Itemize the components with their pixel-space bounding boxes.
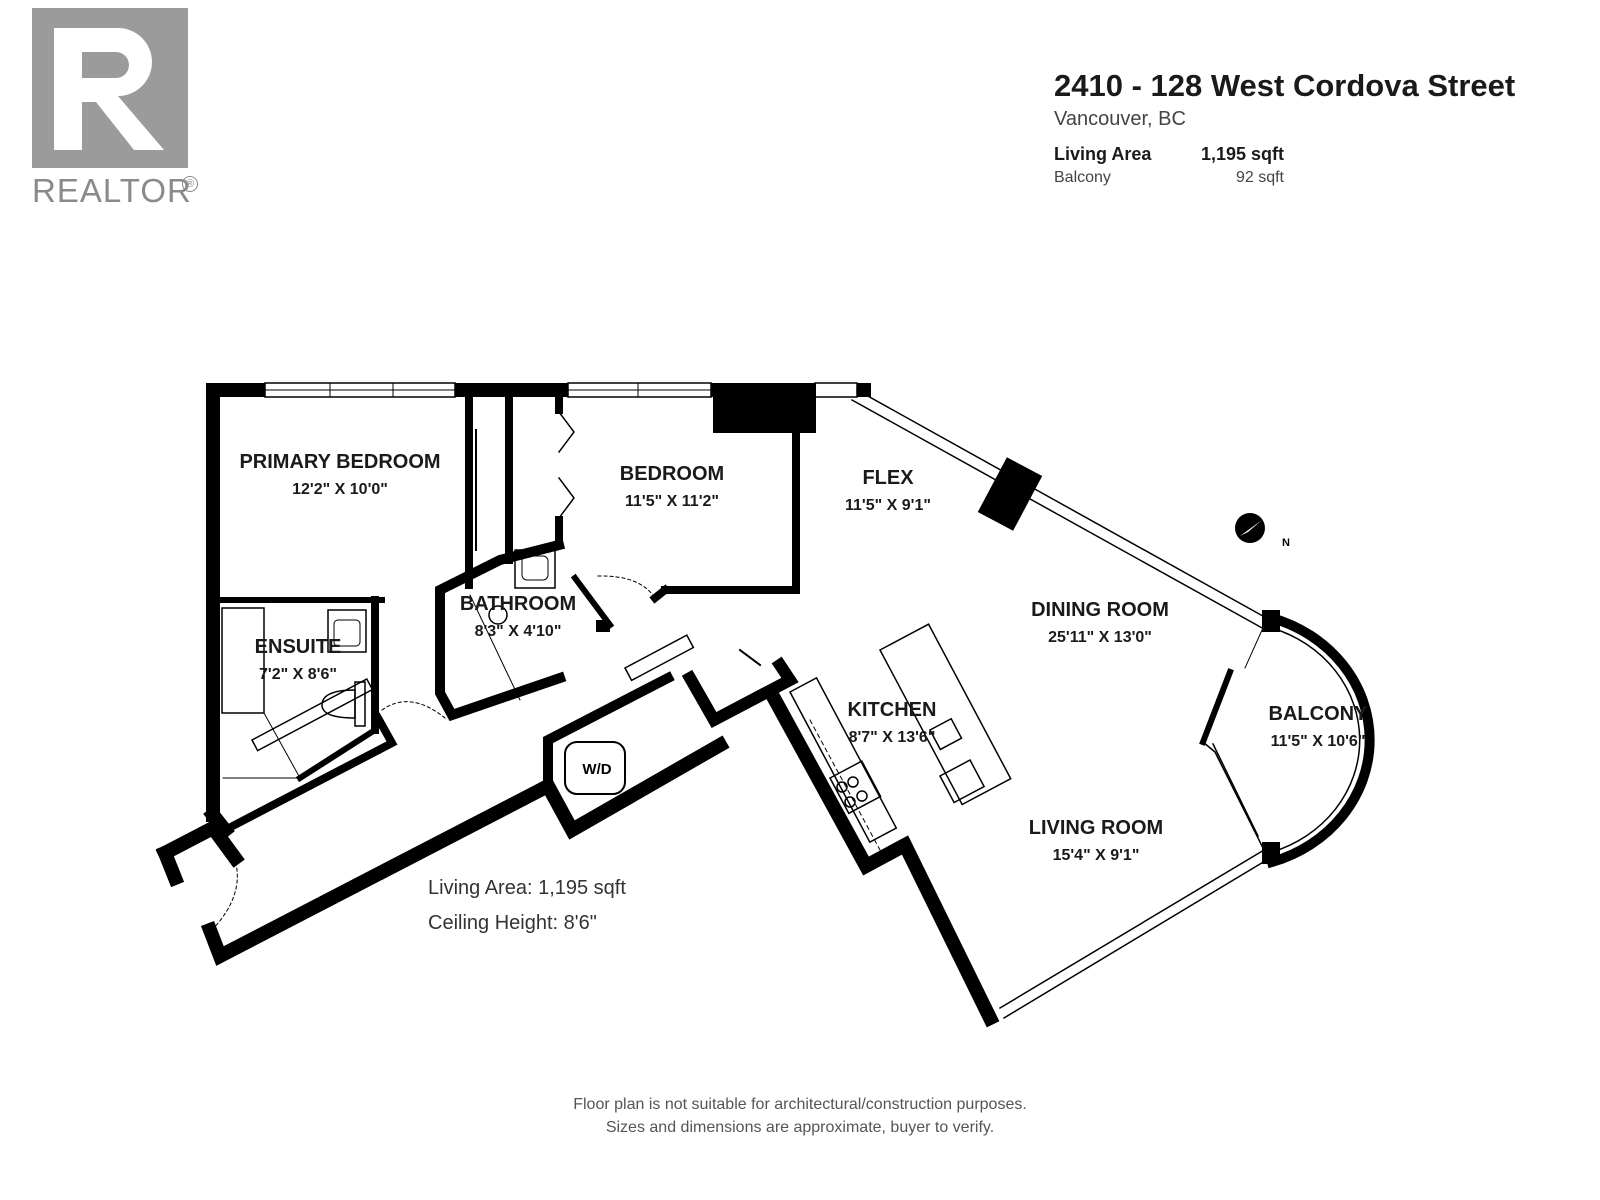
realtor-logo: REALTOR ®: [32, 8, 202, 209]
registered-mark: ®: [182, 176, 198, 192]
ensuite-sink: [327, 609, 367, 653]
realtor-logo-mark: [32, 8, 188, 168]
curtain-wall-north: [855, 388, 1272, 622]
room-bedroom-dims: 11'5" X 11'2": [625, 493, 719, 510]
ensuite-toilet: [321, 689, 356, 719]
washer-dryer: [564, 741, 626, 795]
living-area-note: Living Area: 1,195 sqft: [428, 877, 626, 899]
room-primary-bedroom-name: PRIMARY BEDROOM: [239, 451, 440, 473]
room-flex-name: FLEX: [862, 467, 914, 489]
kitchen-island: [878, 623, 1012, 806]
washer-dryer-label: W/D: [582, 761, 611, 778]
laundry-wall: [543, 671, 675, 791]
room-flex-dims: 11'5" X 9'1": [845, 497, 931, 514]
area-summary: Living Area 1,195 sqft Balcony 92 sqft: [1054, 144, 1284, 187]
room-ensuite-dims: 7'2" X 8'6": [259, 666, 337, 683]
area-label: Balcony: [1054, 169, 1111, 186]
area-row-living: Living Area 1,195 sqft: [1054, 144, 1284, 165]
area-value: 92 sqft: [1235, 169, 1284, 186]
ensuite-tub: [221, 607, 265, 714]
curtain-wall-south: [1002, 856, 1272, 1020]
column-block: [713, 383, 816, 433]
entry-wall: [155, 819, 245, 868]
area-label: Living Area: [1054, 144, 1152, 164]
corridor-north-wall: [219, 712, 398, 836]
room-bathroom-dims: 8'3" X 4'10": [475, 623, 562, 640]
property-address: 2410 - 128 West Cordova Street: [1054, 68, 1516, 103]
room-kitchen-dims: 8'7" X 13'6": [849, 729, 936, 746]
kitchen-east-wall: [765, 690, 1000, 1028]
disclaimer-line-2: Sizes and dimensions are approximate, bu…: [605, 1119, 995, 1136]
room-dining-room-dims: 25'11" X 13'0": [1048, 629, 1152, 646]
balcony-railing: [1265, 611, 1375, 869]
entry-door-swing: [211, 859, 238, 931]
realtor-wordmark: REALTOR: [32, 172, 192, 209]
window-flex: [814, 382, 858, 398]
cooktop: [828, 760, 882, 815]
area-value: 1,195 sqft: [1200, 144, 1284, 164]
kitchen-counter: [788, 676, 898, 844]
ceiling-height-note: Ceiling Height: 8'6": [428, 912, 597, 934]
room-bedroom-name: BEDROOM: [620, 463, 724, 485]
bathroom-sink: [514, 549, 556, 589]
compass-label: N: [1282, 537, 1290, 549]
bathroom-toilet: [488, 605, 508, 625]
room-primary-bedroom-dims: 12'2" X 10'0": [292, 481, 388, 498]
room-living-room-name: LIVING ROOM: [1029, 817, 1163, 839]
room-balcony-name: BALCONY: [1269, 703, 1369, 725]
room-living-room-dims: 15'4" X 9'1": [1053, 847, 1140, 864]
room-ensuite-name: ENSUITE: [255, 636, 342, 658]
column-block: [977, 457, 1043, 531]
walls: [155, 382, 1375, 1028]
compass-icon: N: [1235, 513, 1290, 549]
property-city: Vancouver, BC: [1054, 108, 1186, 130]
room-dining-room-name: DINING ROOM: [1031, 599, 1169, 621]
room-kitchen-name: KITCHEN: [848, 699, 937, 721]
realtor-r-icon: [54, 28, 164, 150]
disclaimer-line-1: Floor plan is not suitable for architect…: [573, 1096, 1027, 1113]
room-labels: PRIMARY BEDROOM 12'2" X 10'0" BEDROOM 11…: [239, 451, 1368, 864]
corridor-south-wall: [200, 776, 558, 966]
area-row-balcony: Balcony 92 sqft: [1054, 169, 1284, 187]
room-bathroom-name: BATHROOM: [460, 593, 576, 615]
room-balcony-dims: 11'5" X 10'6": [1271, 733, 1366, 750]
bathroom-wall: [435, 538, 567, 722]
